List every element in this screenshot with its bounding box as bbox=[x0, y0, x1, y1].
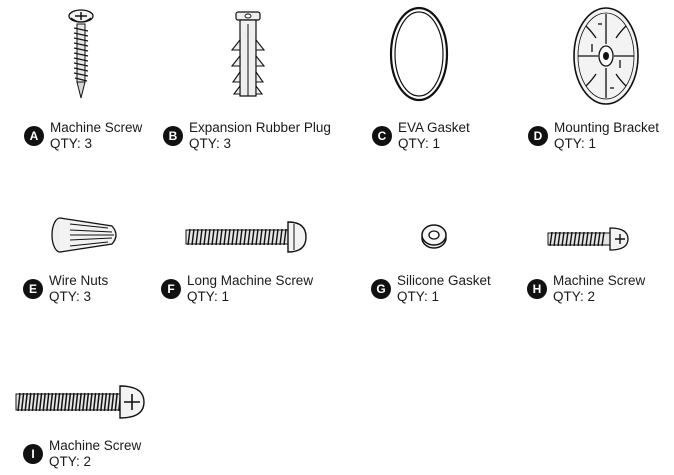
part-qty: QTY: 3 bbox=[50, 136, 93, 151]
part-name: Machine Screw bbox=[553, 273, 646, 288]
part-name: Silicone Gasket bbox=[397, 273, 491, 288]
letter-badge: G bbox=[371, 279, 391, 299]
long-machine-screw-icon bbox=[184, 216, 310, 261]
part-name: EVA Gasket bbox=[398, 120, 470, 135]
letter-badge: I bbox=[23, 444, 43, 464]
part-name: Mounting Bracket bbox=[554, 120, 660, 135]
part-qty: QTY: 2 bbox=[49, 454, 92, 469]
letter-badge: F bbox=[161, 279, 181, 299]
machine-screw-large-icon bbox=[14, 380, 148, 429]
letter-badge: D bbox=[528, 126, 548, 146]
part-qty: QTY: 1 bbox=[187, 289, 230, 304]
part-name: Machine Screw bbox=[49, 438, 142, 453]
part-name: Long Machine Screw bbox=[187, 273, 314, 288]
silicone-gasket-icon bbox=[418, 222, 450, 257]
wire-nut-icon bbox=[46, 212, 126, 263]
expansion-plug-icon bbox=[226, 10, 270, 107]
part-qty: QTY: 1 bbox=[554, 136, 597, 151]
mounting-bracket-icon bbox=[570, 4, 642, 113]
letter-badge: B bbox=[163, 126, 183, 146]
part-qty: QTY: 1 bbox=[397, 289, 440, 304]
part-qty: QTY: 3 bbox=[189, 136, 232, 151]
part-qty: QTY: 3 bbox=[49, 289, 92, 304]
eva-gasket-icon bbox=[384, 4, 454, 109]
letter-badge: A bbox=[24, 126, 44, 146]
wood-screw-icon bbox=[66, 8, 96, 105]
part-name: Expansion Rubber Plug bbox=[189, 120, 331, 135]
letter-badge: H bbox=[527, 279, 547, 299]
letter-badge: C bbox=[372, 126, 392, 146]
letter-badge: E bbox=[23, 279, 43, 299]
machine-screw-icon bbox=[546, 224, 632, 259]
part-qty: QTY: 2 bbox=[553, 289, 596, 304]
part-qty: QTY: 1 bbox=[398, 136, 441, 151]
part-name: Machine Screw bbox=[50, 120, 143, 135]
part-name: Wire Nuts bbox=[49, 273, 109, 288]
